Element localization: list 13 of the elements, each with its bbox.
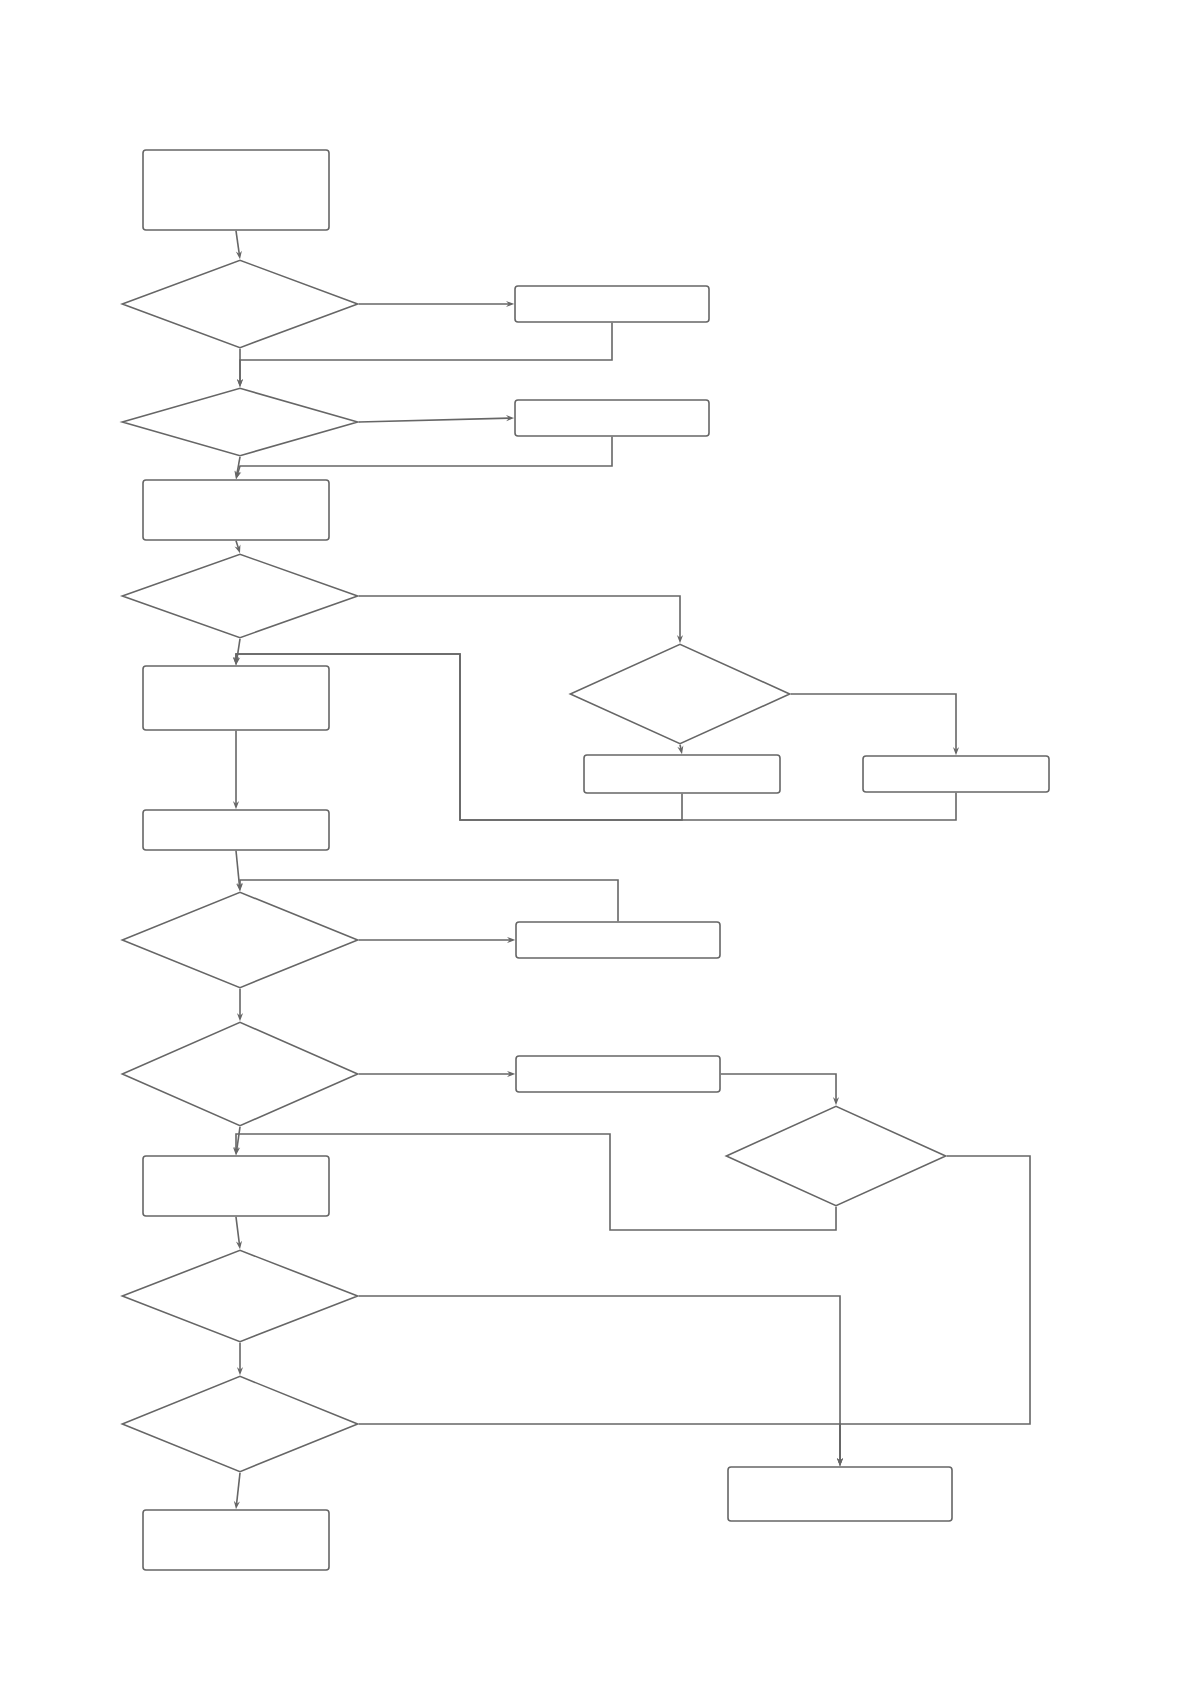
process-box <box>862 755 1050 793</box>
process-box <box>142 1509 330 1571</box>
process-box <box>514 285 710 323</box>
process-box <box>142 809 330 851</box>
process-box <box>514 399 710 437</box>
process-box <box>142 665 330 731</box>
process-box <box>727 1466 953 1522</box>
process-box <box>142 149 330 231</box>
process-box <box>142 479 330 541</box>
process-box <box>142 1155 330 1217</box>
process-box <box>515 1055 721 1093</box>
process-box <box>583 754 781 794</box>
process-box <box>515 921 721 959</box>
